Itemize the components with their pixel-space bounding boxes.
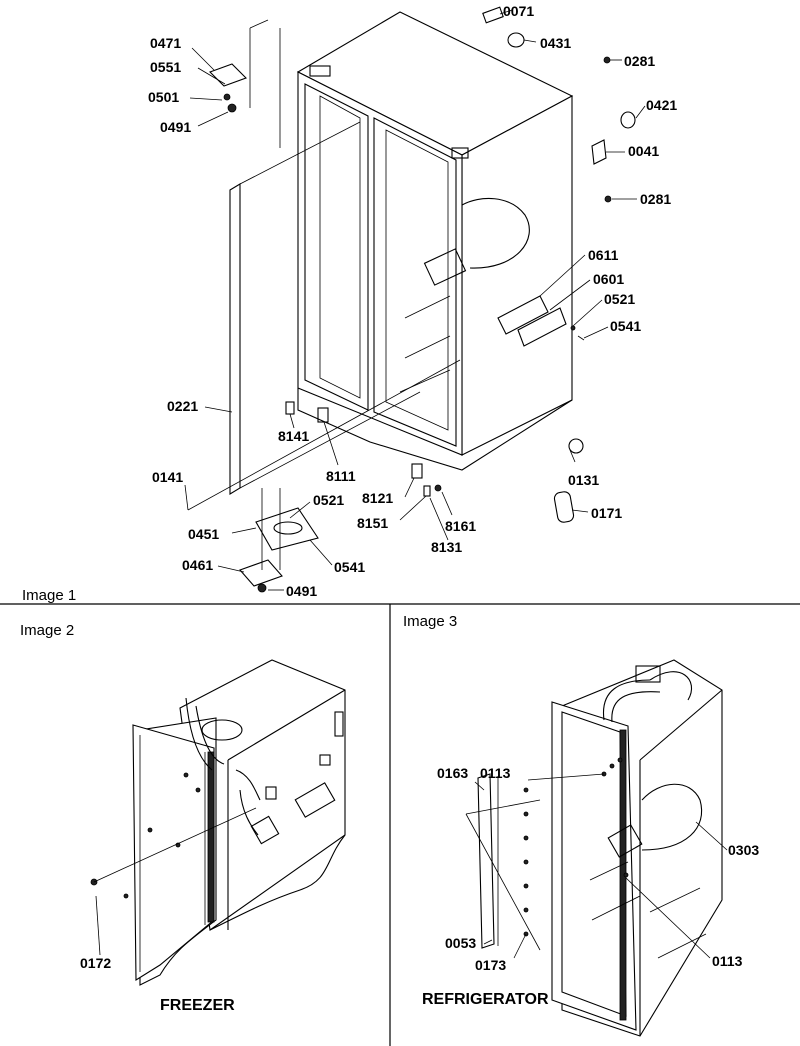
- image3-drawing: [465, 659, 723, 1037]
- callout-label: 0113: [480, 765, 511, 781]
- callout-label: 8111: [326, 468, 356, 484]
- callout-label: 0431: [540, 35, 571, 51]
- callout-label: 0521: [313, 492, 344, 508]
- callout-label: 0521: [604, 291, 635, 307]
- callout-label: 0501: [148, 89, 179, 105]
- callout-label: 0461: [182, 557, 213, 573]
- callout-label: 0041: [628, 143, 659, 159]
- image3-title: Image 3: [403, 613, 457, 630]
- callout-label: 0491: [160, 119, 191, 135]
- image1-title: Image 1: [22, 587, 76, 604]
- callout-label: 0471: [150, 35, 181, 51]
- callout-label: 0451: [188, 526, 219, 542]
- callout-label: 8141: [278, 428, 309, 444]
- callout-label: 0172: [80, 955, 111, 971]
- callout-label: 0491: [286, 583, 317, 599]
- image3-caption: REFRIGERATOR: [422, 991, 549, 1008]
- callout-label: 0113: [712, 953, 743, 969]
- image2-title: Image 2: [20, 622, 74, 639]
- callout-label: 0221: [167, 398, 198, 414]
- callout-label: 0601: [593, 271, 624, 287]
- callout-label: 0053: [445, 935, 476, 951]
- callout-label: 8131: [431, 539, 462, 555]
- callout-label: 0163: [437, 765, 468, 781]
- callout-label: 0611: [588, 247, 619, 263]
- callout-label: 0071: [503, 3, 534, 19]
- callout-label: 0173: [475, 957, 506, 973]
- callout-label: 0541: [334, 559, 365, 575]
- image2-caption: FREEZER: [160, 997, 235, 1014]
- callout-label: 8121: [362, 490, 393, 506]
- callout-label: 0171: [591, 505, 622, 521]
- image2-drawing: [90, 659, 346, 986]
- callout-label: 0421: [646, 97, 677, 113]
- callout-label: 8161: [445, 518, 476, 534]
- image3-leaders: [474, 773, 728, 959]
- image1-drawing: [187, 6, 636, 593]
- callout-label: 0131: [568, 472, 599, 488]
- callout-label: 0141: [152, 469, 183, 485]
- callout-label: 8151: [357, 515, 388, 531]
- callout-label: 0551: [150, 59, 181, 75]
- image1-callouts: 0071 0431 0281 0421 0041 0281 0611 0601 …: [148, 3, 677, 599]
- image1-leaders: [184, 9, 646, 591]
- callout-label: 0281: [640, 191, 671, 207]
- callout-label: 0281: [624, 53, 655, 69]
- callout-label: 0541: [610, 318, 641, 334]
- callout-label: 0303: [728, 842, 759, 858]
